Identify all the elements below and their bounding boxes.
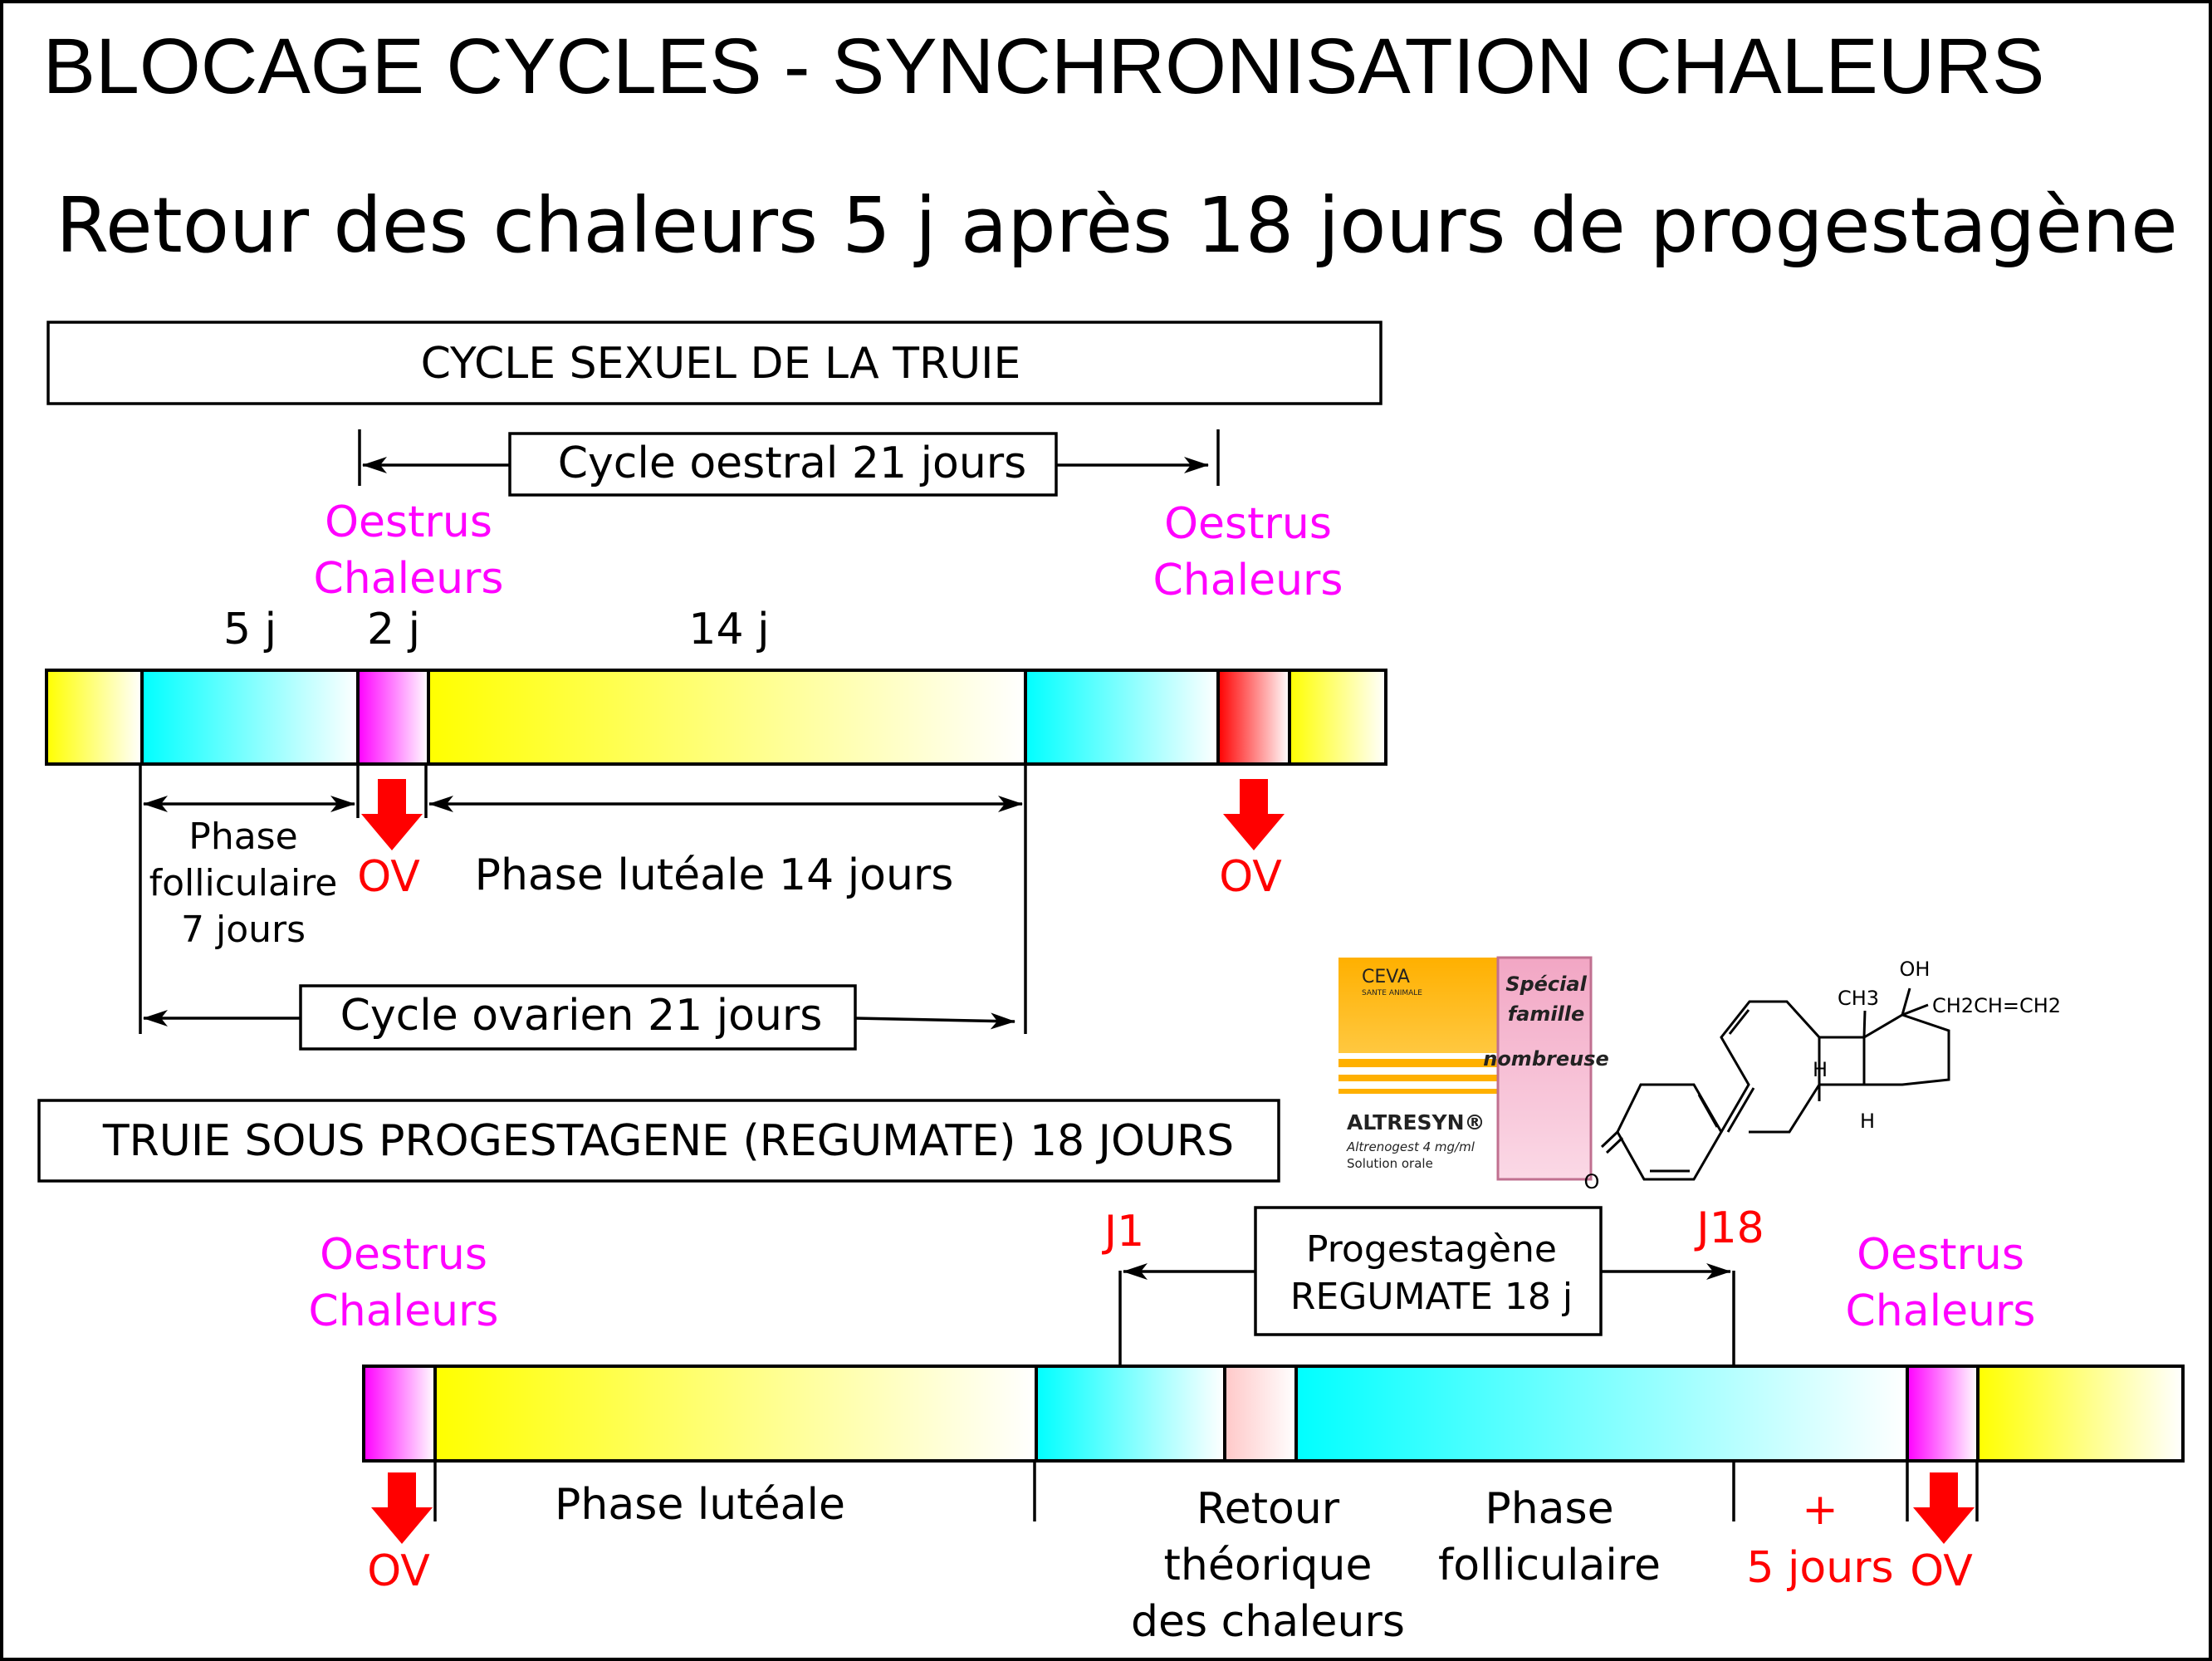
j18-label: J18: [1694, 1203, 1764, 1253]
bar2-seg-theoretical-return: [1225, 1366, 1296, 1461]
phase-folliculaire-line2: folliculaire: [149, 862, 338, 904]
page-title: BLOCAGE CYCLES - SYNCHRONISATION CHALEUR…: [43, 22, 2045, 110]
molecule-h2: H: [1860, 1110, 1875, 1133]
s2-phase-luteale: Phase lutéale: [555, 1480, 845, 1530]
duration-14j: 14 j: [688, 605, 769, 654]
duration-5j: 5 j: [223, 605, 276, 654]
ov-arrow-1: [361, 779, 423, 850]
ov-label-2: OV: [1219, 852, 1282, 902]
bar1-seg-follicular: [142, 670, 358, 764]
bar1-seg-follicular-2: [1025, 670, 1218, 764]
bar2-seg-follicular-a: [1036, 1366, 1225, 1461]
section1-header: CYCLE SEXUEL DE LA TRUIE: [421, 339, 1021, 389]
special-line2: famille: [1508, 1002, 1585, 1026]
s2-oestrus-2: Oestrus: [1857, 1230, 2024, 1280]
section1-header-box: [46, 321, 1382, 405]
bar1-seg-oestrus-2: [1218, 670, 1290, 764]
phase-folliculaire-line3: 7 jours: [181, 909, 306, 951]
s1-chaleurs-1: Chaleurs: [314, 554, 504, 604]
s1-oestrus-1: Oestrus: [325, 497, 492, 547]
duration-2j: 2 j: [367, 605, 420, 654]
plus-sign: +: [1802, 1485, 1838, 1535]
cycle-ovarien-box: [299, 984, 857, 1051]
bar1-seg-oestrus: [358, 670, 428, 764]
ceva-logo-sub: SANTE ANIMALE: [1362, 989, 1422, 997]
s1-oestrus-2: Oestrus: [1164, 499, 1332, 549]
s2-phase-foll-line1: Phase: [1485, 1484, 1613, 1534]
ov-label-3: OV: [367, 1546, 430, 1596]
s1-chaleurs-2: Chaleurs: [1153, 556, 1343, 605]
progestagene-line2: REGUMATE 18 j: [1290, 1276, 1573, 1318]
altresyn-name: ALTRESYN®: [1347, 1110, 1485, 1134]
bar2-seg-oestrus: [364, 1366, 435, 1461]
progestagene-line1: Progestagène: [1306, 1228, 1557, 1271]
ov-arrow-2: [1223, 779, 1285, 850]
cycle-bar-1: [45, 669, 1387, 766]
retour-line1: Retour: [1197, 1484, 1340, 1534]
altrenogest-molecule: OH CH3 CH2CH=CH2 H H O: [1584, 958, 2062, 1193]
molecule-ch3: CH3: [1838, 987, 1879, 1010]
plus-5-jours: 5 jours: [1746, 1543, 1893, 1593]
retour-line3: des chaleurs: [1131, 1597, 1405, 1647]
phase-folliculaire-line1: Phase: [188, 816, 297, 858]
bar2-seg-follicular-b: [1296, 1366, 1907, 1461]
cycle-oestral-box: [508, 432, 1058, 497]
altresyn-product-image: CEVA SANTE ANIMALE ALTRESYN® Altrenogest…: [1338, 956, 1609, 1181]
phase-luteale-label: Phase lutéale 14 jours: [475, 850, 954, 900]
special-line3: nombreuse: [1483, 1047, 1609, 1071]
bar2-seg-oestrus-2: [1907, 1366, 1978, 1461]
bar1-seg-yellow-end: [1290, 670, 1386, 764]
special-line1: Spécial: [1505, 973, 1587, 996]
bar2-seg-luteal: [435, 1366, 1036, 1461]
ov-arrow-3: [371, 1472, 433, 1544]
bar1-seg-luteal: [428, 670, 1025, 764]
ov-arrow-4: [1913, 1472, 1975, 1544]
page-subtitle: Retour des chaleurs 5 j après 18 jours d…: [56, 181, 2177, 270]
s2-oestrus-1: Oestrus: [320, 1230, 487, 1280]
retour-line2: théorique: [1164, 1541, 1373, 1590]
ov-label-4: OV: [1910, 1546, 1973, 1596]
progestagene-box: [1254, 1206, 1603, 1336]
section2-header: TRUIE SOUS PROGESTAGENE (REGUMATE) 18 JO…: [102, 1116, 1234, 1166]
cycle-bar-2: [362, 1365, 2185, 1463]
bar2-seg-yellow-end: [1978, 1366, 2183, 1461]
ovarien-arrow-right: [854, 1012, 1015, 1030]
molecule-o: O: [1584, 1170, 1600, 1193]
bar1-seg-yellow-start: [46, 670, 142, 764]
molecule-oh: OH: [1900, 958, 1931, 981]
altresyn-desc1: Altrenogest 4 mg/ml: [1346, 1139, 1475, 1154]
ov-label-1: OV: [357, 852, 420, 902]
s2-phase-foll-line2: folliculaire: [1438, 1541, 1661, 1590]
molecule-h1: H: [1813, 1058, 1828, 1081]
cycle-ovarien-label: Cycle ovarien 21 jours: [340, 991, 823, 1041]
cycle-oestral-label: Cycle oestral 21 jours: [558, 439, 1027, 488]
section2-header-box: [37, 1099, 1280, 1183]
s2-chaleurs-1: Chaleurs: [309, 1286, 499, 1336]
s2-chaleurs-2: Chaleurs: [1846, 1286, 2036, 1336]
j1-label: J1: [1102, 1207, 1144, 1257]
altresyn-desc2: Solution orale: [1347, 1156, 1433, 1171]
molecule-side-chain: CH2CH=CH2: [1932, 994, 2061, 1017]
ceva-logo: CEVA: [1362, 967, 1410, 987]
